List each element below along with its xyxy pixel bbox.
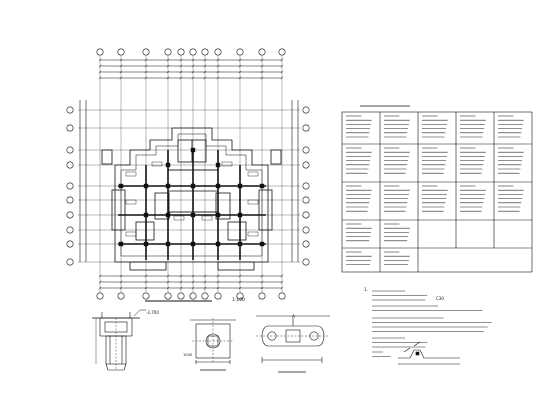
concrete-grade: C30: [436, 296, 444, 301]
column-mark: [237, 212, 243, 218]
column-mark: [190, 241, 196, 247]
pile-cap-elevation: -2.700: [146, 310, 159, 315]
axis-bubble: [214, 48, 222, 56]
axis-bubble: [117, 48, 125, 56]
axis-bubble: [66, 258, 74, 266]
axis-bubble: [278, 48, 286, 56]
column-mark: [165, 241, 171, 247]
column-mark: [215, 212, 221, 218]
axis-bubble: [66, 182, 74, 190]
top-dimension-ticks: [98, 58, 284, 80]
plan-columns: [118, 147, 265, 247]
axis-bubble: [302, 240, 310, 248]
left-dimension-lines: [79, 100, 87, 262]
column-mark: [190, 147, 196, 153]
axis-bubble: [236, 48, 244, 56]
column-mark: [190, 212, 196, 218]
axis-bubble: [177, 292, 185, 300]
axis-bubble: [66, 106, 74, 114]
column-mark: [215, 162, 221, 168]
right-dimension-lines: [291, 100, 299, 262]
pile-section-detail: [92, 309, 146, 371]
axis-bubble: [214, 292, 222, 300]
axis-bubble: [302, 161, 310, 169]
axis-bubble: [96, 48, 104, 56]
axis-bubble: [236, 292, 244, 300]
axis-bubble: [278, 292, 286, 300]
foundation-schedule-table: [341, 105, 533, 273]
axis-bubble: [142, 292, 150, 300]
column-mark: [215, 241, 221, 247]
column-mark: [165, 162, 171, 168]
pile-cap-section-detail: [256, 315, 330, 373]
section-mark-a: A: [292, 314, 295, 319]
top-dimension-lines: [100, 59, 282, 79]
axis-bubble: [164, 48, 172, 56]
axis-bubble: [302, 196, 310, 204]
column-mark: [143, 212, 149, 218]
axis-bubble: [117, 292, 125, 300]
column-mark: [190, 183, 196, 189]
column-mark: [143, 241, 149, 247]
bottom-dimension-lines: [100, 275, 282, 289]
plan-title-block: 1:100: [145, 297, 245, 303]
axis-bubble: [66, 161, 74, 169]
axis-bubble: [302, 146, 310, 154]
notes-detail-sketch: [398, 341, 460, 365]
axis-bubble: [177, 48, 185, 56]
axis-bubbles: [66, 48, 310, 300]
general-notes: 1. C30: [364, 287, 444, 301]
axis-bubble: [189, 48, 197, 56]
plan-column-tags: [125, 161, 259, 237]
axis-bubble: [201, 48, 209, 56]
axis-bubble: [302, 211, 310, 219]
axis-bubble: [258, 48, 266, 56]
axis-bubble: [302, 182, 310, 190]
notes-first-item: 1.: [364, 287, 368, 292]
axis-bubble: [302, 258, 310, 266]
axis-bubble: [302, 106, 310, 114]
axis-bubble: [66, 211, 74, 219]
axis-bubble: [164, 292, 172, 300]
axis-bubble: [302, 226, 310, 234]
column-mark: [165, 212, 171, 218]
general-notes-marks: [372, 290, 492, 357]
column-mark: [259, 183, 265, 189]
axis-bubble: [66, 196, 74, 204]
column-mark: [118, 241, 124, 247]
axis-bubble: [96, 292, 104, 300]
pile-cap-size: 1000: [183, 353, 193, 357]
column-mark: [215, 183, 221, 189]
axis-bubble: [258, 292, 266, 300]
axis-bubble: [189, 292, 197, 300]
column-mark: [259, 241, 265, 247]
schedule-table-cell-marks: [346, 115, 524, 265]
column-mark: [143, 183, 149, 189]
column-mark: [237, 241, 243, 247]
column-mark: [165, 183, 171, 189]
axis-bubble: [66, 240, 74, 248]
axis-bubble: [66, 124, 74, 132]
column-mark: [237, 183, 243, 189]
axis-bubble: [66, 226, 74, 234]
axis-bubble: [302, 124, 310, 132]
plan-scale: 1:100: [232, 297, 245, 303]
column-mark: [118, 183, 124, 189]
vertical-axis-lines: [99, 56, 283, 292]
axis-bubble: [142, 48, 150, 56]
axis-bubble: [66, 146, 74, 154]
pile-cap-plan-detail: [190, 318, 236, 371]
axis-bubble: [201, 292, 209, 300]
